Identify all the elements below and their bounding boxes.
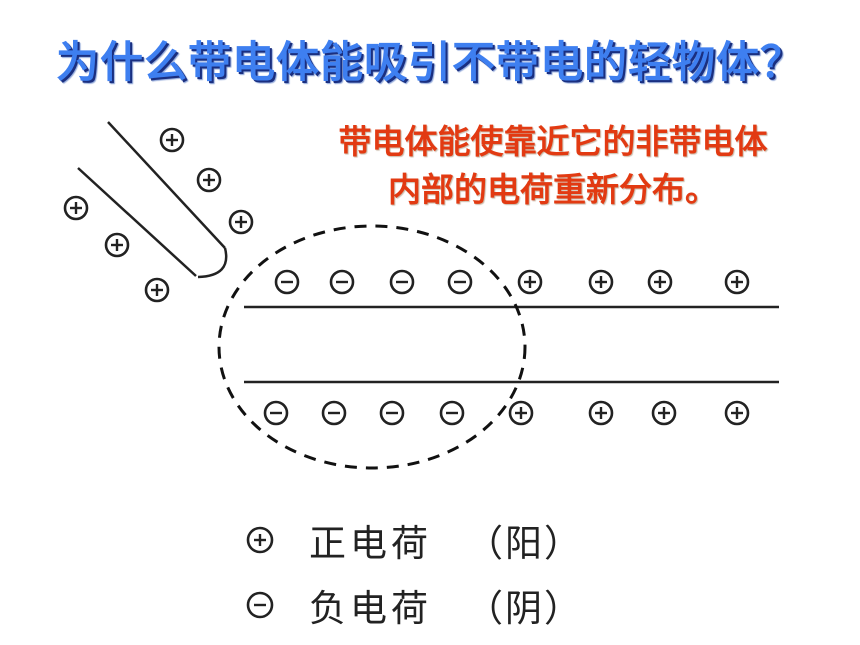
rod-positive-charge xyxy=(63,195,89,221)
legend-negative-label: 负电荷 xyxy=(309,587,432,630)
induced-positive-charge xyxy=(724,269,750,295)
induced-negative-charge xyxy=(389,269,415,295)
induced-positive-charge xyxy=(517,269,543,295)
induced-negative-charge xyxy=(321,400,347,426)
induced-negative-charge xyxy=(447,269,473,295)
legend-positive: 正电荷 （阳） xyxy=(245,513,583,567)
legend-negative: 负电荷 （阴） xyxy=(245,578,583,632)
induced-negative-charge xyxy=(439,400,465,426)
positive-charge-icon xyxy=(246,526,274,554)
induced-positive-charge xyxy=(651,400,677,426)
legend-positive-label: 正电荷 xyxy=(309,522,432,565)
rod-lower-edge xyxy=(77,167,197,277)
induced-negative-charge xyxy=(379,400,405,426)
induced-negative-charge xyxy=(263,400,289,426)
rod-positive-charge xyxy=(159,127,185,153)
induced-positive-charge xyxy=(508,400,534,426)
induced-positive-charge xyxy=(588,269,614,295)
rod-upper-edge xyxy=(107,121,226,249)
negative-charge-icon xyxy=(246,591,274,619)
rod-positive-charge xyxy=(144,277,170,303)
induced-positive-charge xyxy=(647,269,673,295)
explanation-text: 带电体能使靠近它的非带电体 内部的电荷重新分布。 xyxy=(258,118,848,214)
rod-positive-charge xyxy=(104,232,130,258)
dashed-highlight-circle xyxy=(217,224,527,470)
induced-negative-charge xyxy=(329,269,355,295)
legend-negative-note: （阴） xyxy=(466,587,583,630)
rod-tip xyxy=(197,247,228,279)
page-title: 为什么带电体能吸引不带电的轻物体？ xyxy=(56,38,804,88)
legend-positive-note: （阳） xyxy=(466,522,583,565)
rod-positive-charge xyxy=(228,209,254,235)
induced-positive-charge xyxy=(588,400,614,426)
explanation-line-2: 内部的电荷重新分布。 xyxy=(388,170,718,209)
induced-positive-charge xyxy=(724,400,750,426)
rod-positive-charge xyxy=(196,167,222,193)
explanation-line-1: 带电体能使靠近它的非带电体 xyxy=(338,122,768,161)
induced-negative-charge xyxy=(274,269,300,295)
